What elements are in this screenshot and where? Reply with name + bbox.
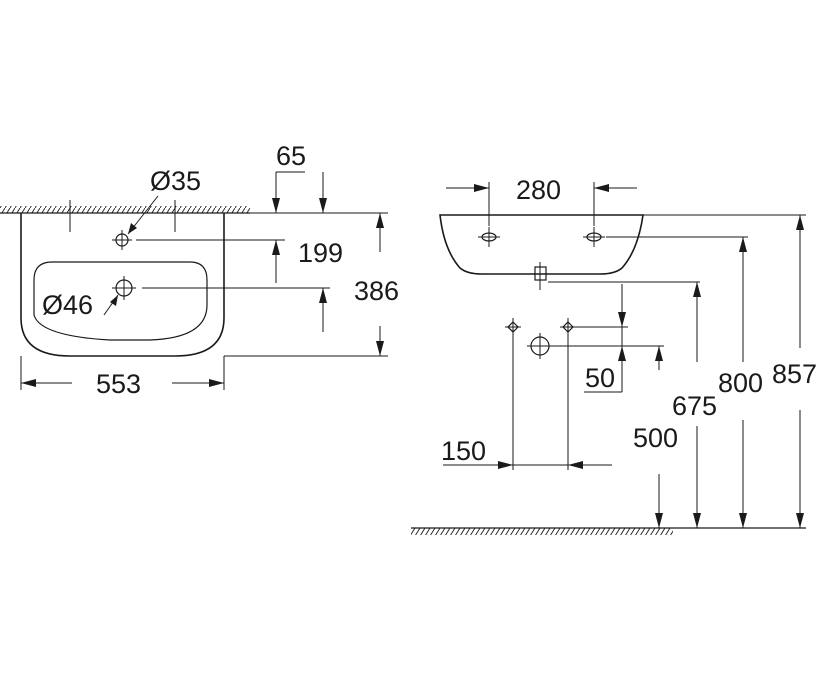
dim-50-arrow-bottom: [618, 346, 626, 361]
dim-386-label: 386: [354, 276, 399, 306]
floor-hatch: [411, 528, 673, 535]
dim-65-arrow-left: [272, 198, 280, 213]
waste-hole-label: Ø46: [42, 290, 93, 320]
dim-280-arrow-right: [594, 184, 609, 192]
dim-50-label: 50: [585, 363, 615, 393]
dim-280-label: 280: [516, 175, 561, 205]
dim-65-arrow-right: [319, 198, 327, 213]
dim-553-arrow-right: [209, 379, 224, 387]
bolt-left: [505, 318, 521, 470]
dim-553-label: 553: [96, 369, 141, 399]
bolt-right: [560, 318, 576, 470]
dim-199-label: 199: [298, 238, 343, 268]
dim-800-arrow-bottom: [739, 513, 747, 528]
dim-386-arrow-top: [376, 213, 384, 228]
bowl-outline-top: [33, 261, 208, 341]
dim-857-arrow-top: [796, 215, 804, 230]
wall-hatch: [0, 206, 250, 213]
dim-280-arrow-left: [474, 184, 489, 192]
front-view: 280 50 150: [411, 175, 817, 535]
dim-800-arrow-top: [739, 237, 747, 252]
dim-675-label: 675: [672, 391, 717, 421]
dim-500-arrow-bottom: [655, 513, 663, 528]
dim-553-arrow-left: [21, 379, 36, 387]
dim-150-arrow-left: [498, 461, 513, 469]
dim-675-arrow-bottom: [693, 513, 701, 528]
dim-50-arrow-top: [618, 312, 626, 327]
dim-675-arrow-top: [693, 282, 701, 297]
dim-800-label: 800: [718, 368, 763, 398]
dim-199-arrow-lower: [319, 288, 327, 303]
dim-150-arrow-right: [568, 461, 583, 469]
dim-386-arrow-bottom: [376, 341, 384, 356]
tap-hole-label: Ø35: [150, 166, 201, 196]
waste-hole-leader-arrow: [110, 295, 118, 306]
basin-profile: [439, 214, 644, 275]
dim-65-label: 65: [276, 141, 306, 171]
tap-hole-leader-arrow: [128, 223, 137, 234]
top-view: Ø35 Ø46 65 199 386: [0, 141, 399, 399]
dim-857-arrow-bottom: [796, 513, 804, 528]
dim-500-label: 500: [633, 423, 678, 453]
basin-outline-top: [20, 213, 225, 357]
dim-500-arrow-top: [655, 346, 663, 361]
dim-150-label: 150: [441, 436, 486, 466]
dim-857-label: 857: [772, 359, 817, 389]
dim-199-arrow: [272, 240, 280, 255]
